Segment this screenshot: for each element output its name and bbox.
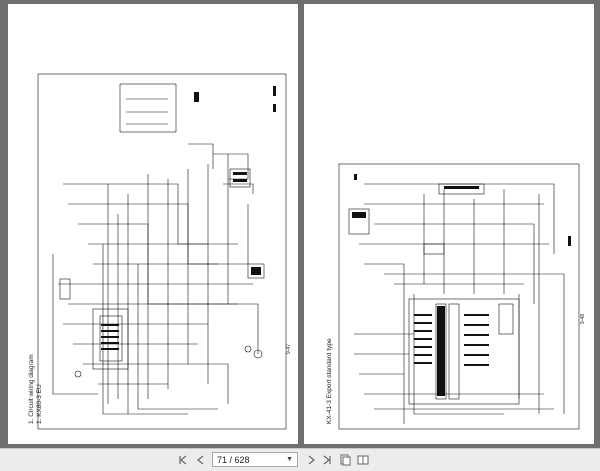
last-page-icon[interactable] <box>320 453 334 467</box>
viewer-toolbar: 71 / 628 ▼ <box>0 448 600 471</box>
first-page-icon[interactable] <box>176 453 190 467</box>
diagram-title: KX-41-3 Export standard type <box>326 338 333 424</box>
page-number-selector[interactable]: 71 / 628 ▼ <box>212 452 298 467</box>
previous-page-icon[interactable] <box>194 453 208 467</box>
page-indicator-label: 71 / 628 <box>217 454 250 465</box>
single-page-view-icon[interactable] <box>338 453 352 467</box>
circuit-diagram-right <box>338 163 580 430</box>
page-number: 9-48 <box>580 313 586 324</box>
diagram-title: 1. Circuit wiring diagram <box>28 354 35 424</box>
next-page-icon[interactable] <box>304 453 318 467</box>
page-number: 9-47 <box>286 343 292 354</box>
diagram-subtitle: 1. KX80-3 EU <box>36 384 43 424</box>
chevron-down-icon[interactable]: ▼ <box>286 456 293 463</box>
document-page-left: 1. Circuit wiring diagram 1. KX80-3 EU 9… <box>8 4 298 444</box>
document-page-right: KX-41-3 Export standard type 9-48 <box>304 4 594 444</box>
circuit-diagram-left <box>37 73 287 430</box>
two-page-view-icon[interactable] <box>356 453 370 467</box>
